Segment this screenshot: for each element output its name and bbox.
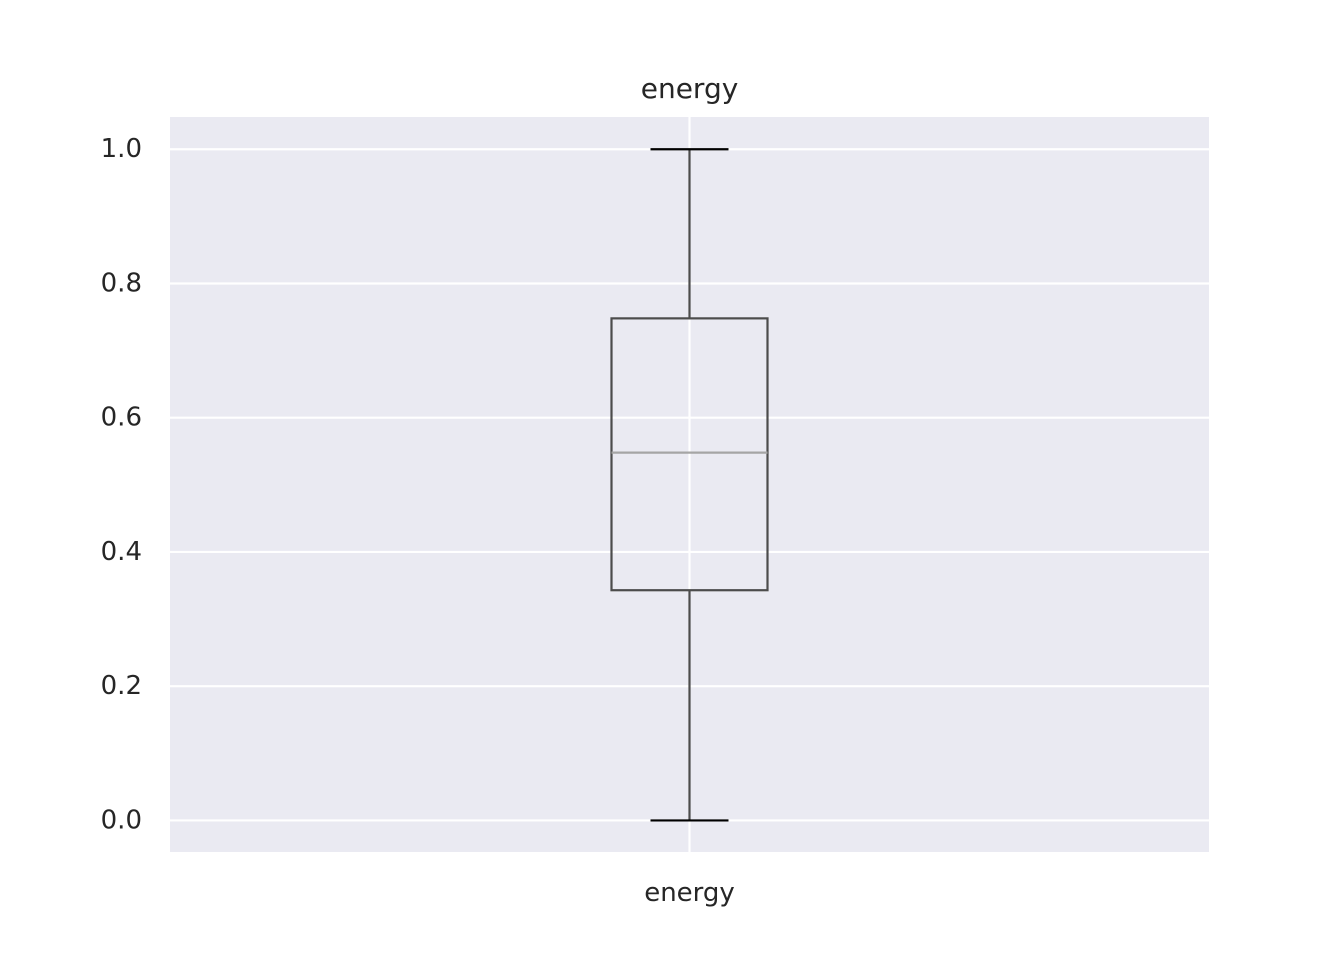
y-tick-label: 0.0 — [101, 805, 142, 835]
y-tick-label: 0.8 — [101, 268, 142, 298]
chart-title: energy — [641, 72, 739, 105]
x-axis-ticks: energy — [644, 878, 735, 908]
y-tick-label: 0.4 — [101, 537, 142, 567]
y-tick-label: 0.2 — [101, 671, 142, 701]
y-tick-label: 1.0 — [101, 134, 142, 164]
y-tick-label: 0.6 — [101, 403, 142, 433]
y-axis-ticks: 0.0 0.2 0.4 0.6 0.8 1.0 — [101, 134, 142, 835]
iqr-box — [610, 317, 769, 592]
box-layer — [610, 148, 769, 822]
x-tick-label: energy — [644, 878, 735, 908]
